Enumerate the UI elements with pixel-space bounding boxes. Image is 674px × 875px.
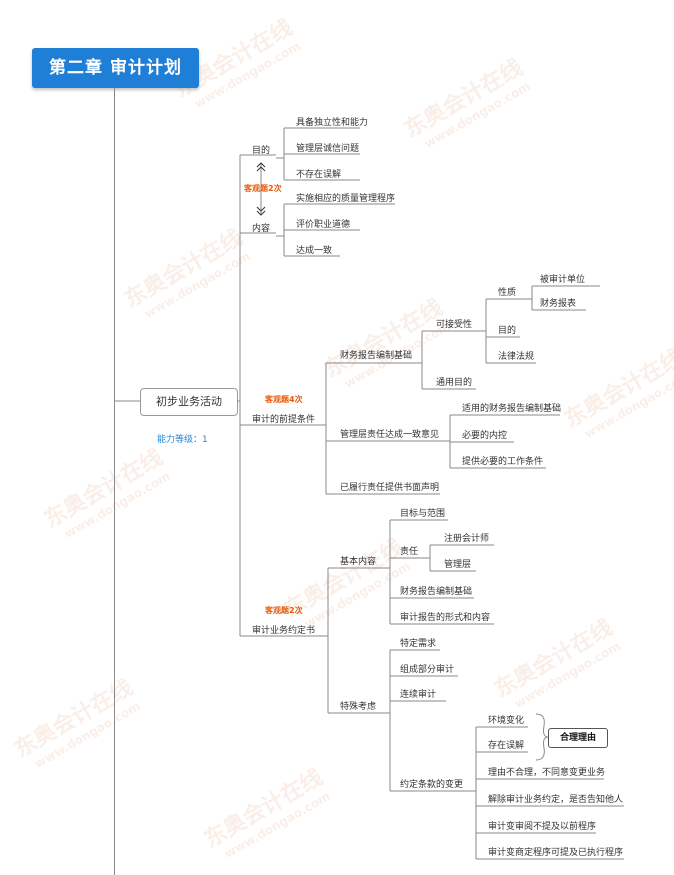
node-acceptability: 可接受性 — [436, 320, 473, 330]
reasonable-reason-box: 合理理由 — [548, 728, 608, 748]
node-nature-item: 被审计单位 — [540, 275, 586, 285]
spine-line — [114, 88, 115, 875]
chapter-title: 第二章 审计计划 — [32, 48, 199, 88]
node-change: 约定条款的变更 — [400, 780, 464, 790]
node-preconditions: 审计的前提条件 — [252, 415, 316, 425]
node-content: 内容 — [252, 224, 271, 234]
exam-tag: 客观题2次 — [265, 606, 303, 615]
node-responsibility: 责任 — [400, 547, 419, 557]
node-objective-item: 管理层诚信问题 — [296, 144, 360, 154]
node-goal-scope: 目标与范围 — [400, 509, 446, 519]
node-resp-item: 注册会计师 — [444, 534, 490, 544]
node-special-item: 组成部分审计 — [400, 665, 455, 675]
node-change-item: 理由不合理，不同意变更业务 — [488, 768, 606, 778]
node-content-item: 实施相应的质量管理程序 — [296, 194, 396, 204]
exam-tag: 客观题4次 — [265, 395, 303, 404]
node-mgmt-agree: 管理层责任达成一致意见 — [340, 430, 440, 440]
node-content-item: 达成一致 — [296, 246, 333, 256]
node-change-item: 审计变审阅不提及以前程序 — [488, 822, 597, 832]
node-nature: 性质 — [498, 288, 517, 298]
node-law: 法律法规 — [498, 352, 535, 362]
node-special: 特殊考虑 — [340, 702, 377, 712]
node-general-purpose: 通用目的 — [436, 378, 473, 388]
node-written-statement: 已履行责任提供书面声明 — [340, 483, 440, 493]
node-report-form: 审计报告的形式和内容 — [400, 613, 491, 623]
node-resp-item: 管理层 — [444, 560, 472, 570]
node-content-item: 评价职业道德 — [296, 220, 351, 230]
node-special-item: 特定需求 — [400, 639, 437, 649]
node-change-item: 环境变化 — [488, 716, 525, 726]
node-nature-item: 财务报表 — [540, 299, 577, 309]
node-change-item: 审计变商定程序可提及已执行程序 — [488, 848, 624, 858]
node-purpose: 目的 — [498, 326, 517, 336]
node-change-item: 解除审计业务约定，是否告知他人 — [488, 795, 624, 805]
root-node: 初步业务活动 — [140, 388, 238, 416]
node-objective: 目的 — [252, 146, 271, 156]
node-engagement-letter: 审计业务约定书 — [252, 626, 316, 636]
node-framework: 财务报告编制基础 — [400, 587, 473, 597]
ability-level: 能力等级：1 — [157, 435, 208, 445]
node-mgmt-item: 提供必要的工作条件 — [462, 457, 544, 467]
node-mgmt-item: 必要的内控 — [462, 431, 508, 441]
exam-tag: 客观题2次 — [244, 184, 282, 193]
node-mgmt-item: 适用的财务报告编制基础 — [462, 404, 562, 414]
node-special-item: 连续审计 — [400, 690, 437, 700]
node-objective-item: 具备独立性和能力 — [296, 118, 369, 128]
node-framework: 财务报告编制基础 — [340, 351, 413, 361]
node-basic-content: 基本内容 — [340, 557, 377, 567]
node-objective-item: 不存在误解 — [296, 170, 342, 180]
node-change-item: 存在误解 — [488, 741, 525, 751]
